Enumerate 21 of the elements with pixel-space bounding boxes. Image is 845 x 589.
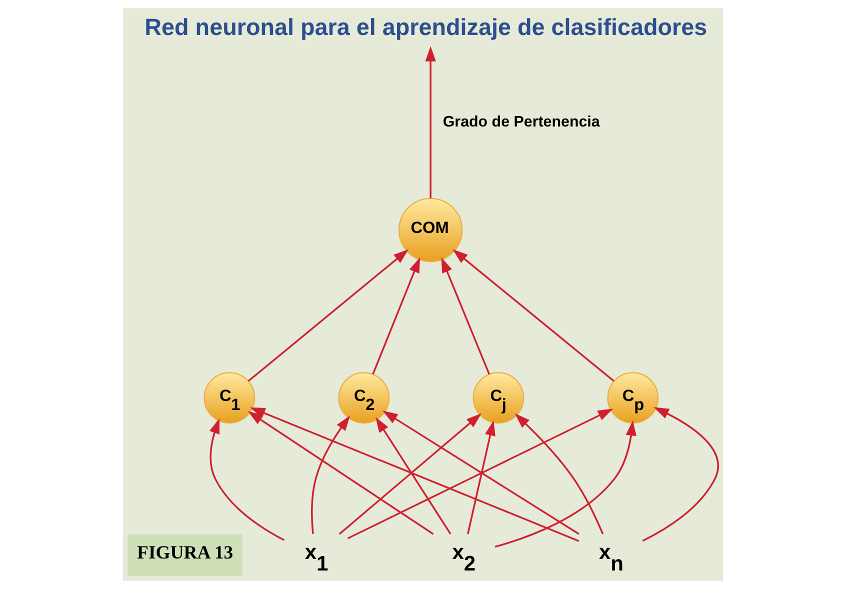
arrow bbox=[208, 418, 284, 541]
arrow bbox=[440, 257, 490, 375]
arrow bbox=[247, 249, 408, 382]
arrow bbox=[452, 249, 614, 382]
arrow bbox=[338, 413, 481, 535]
arrow bbox=[382, 410, 579, 535]
label: FIGURA 13 bbox=[136, 542, 233, 564]
arrow bbox=[310, 416, 350, 534]
arrow bbox=[375, 417, 451, 534]
node-circle: COM bbox=[398, 198, 462, 262]
arrow bbox=[466, 420, 495, 534]
arrow bbox=[494, 420, 636, 548]
arrow bbox=[424, 46, 436, 198]
diagram-title: Red neuronal para el aprendizaje de clasificadores bbox=[144, 14, 707, 40]
arrow bbox=[247, 411, 434, 535]
arrow bbox=[249, 407, 579, 542]
edge-label: Grado de Pertenencia bbox=[442, 113, 600, 130]
arrow bbox=[346, 408, 613, 540]
arrow bbox=[372, 257, 420, 375]
arrow bbox=[514, 413, 604, 534]
arrow bbox=[642, 407, 718, 542]
